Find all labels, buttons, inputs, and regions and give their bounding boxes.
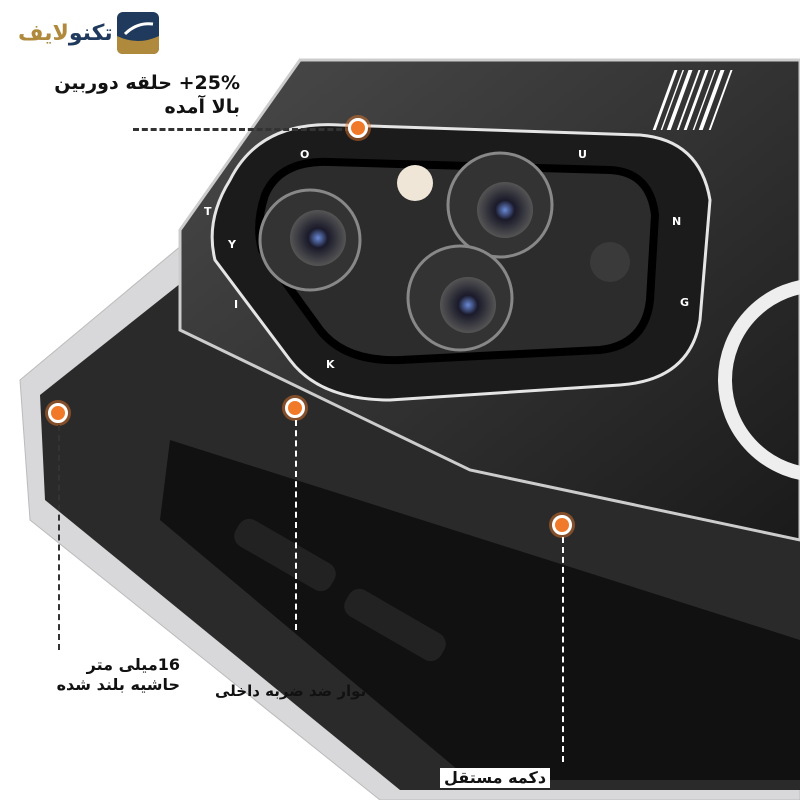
callout-dot (552, 515, 572, 535)
callout-dot (285, 398, 305, 418)
ring-letter: G (680, 296, 690, 309)
ring-letter: N (672, 215, 682, 228)
camera-lens (446, 151, 554, 259)
callout-leader-line (295, 420, 297, 630)
camera-lens (258, 188, 362, 292)
ring-letter: O (300, 148, 310, 161)
logo-text: تکنولایف (18, 20, 113, 46)
callout-dot (348, 118, 368, 138)
callout-bumper-strip: نوار ضد ضربه داخلی (215, 682, 367, 700)
ring-letter: I (234, 298, 239, 311)
side-button (234, 518, 336, 592)
ring-letter: Y (228, 238, 236, 251)
ring-letter: T (204, 205, 212, 218)
ring-letter: K (326, 358, 335, 371)
callout-dot (48, 403, 68, 423)
callout-leader-line (58, 425, 60, 650)
barcode (652, 70, 733, 130)
logo-icon (116, 12, 159, 54)
ring-letter: U (578, 148, 587, 161)
camera-lens (406, 244, 514, 352)
callout-leader-line (562, 537, 564, 762)
callout-separate-button: دکمه مستقل (440, 768, 551, 788)
side-button (344, 588, 446, 662)
callout-leader-line (133, 128, 351, 131)
brand-logo: تکنولایف (18, 12, 159, 54)
